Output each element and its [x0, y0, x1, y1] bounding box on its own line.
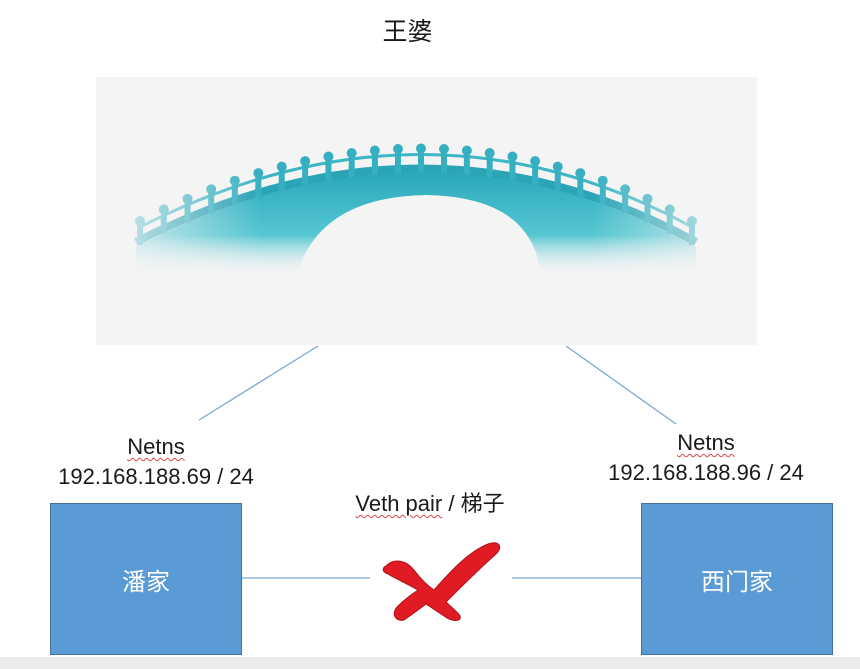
red-cross-icon	[382, 542, 501, 621]
left-box-label: 潘家	[122, 567, 170, 596]
right-box-label: 西门家	[701, 567, 773, 596]
bottom-strip	[0, 657, 860, 669]
bridge-image	[96, 77, 757, 345]
left-netns-box: 潘家	[50, 503, 242, 655]
right-netns-box: 西门家	[641, 503, 833, 655]
left-netns-label: Netns 192.168.188.69 / 24	[46, 432, 266, 492]
bridge-illustration	[96, 77, 757, 345]
right-netns-label: Netns 192.168.188.96 / 24	[596, 428, 816, 488]
left-netns-ip: 192.168.188.69 / 24	[58, 464, 254, 489]
diagram-title: 王婆	[382, 17, 433, 46]
veth-pair-label: Veth pair / 梯子	[330, 486, 530, 518]
right-netns-name: Netns	[677, 430, 735, 455]
veth-pair-word: Veth pair	[355, 491, 443, 516]
right-netns-ip: 192.168.188.96 / 24	[608, 460, 804, 485]
line-bridge-to-left	[198, 345, 319, 421]
veth-pair-suffix: / 梯子	[442, 491, 505, 516]
left-netns-name: Netns	[127, 434, 185, 459]
line-bridge-to-right	[565, 345, 677, 425]
